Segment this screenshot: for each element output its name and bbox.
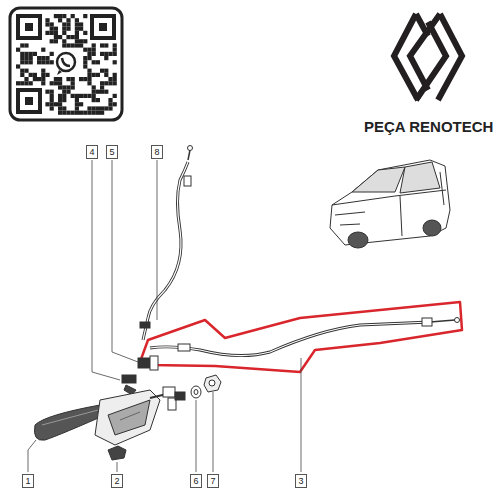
leader-lines bbox=[28, 160, 301, 472]
callout-number: 5 bbox=[109, 147, 114, 157]
callout-number: 1 bbox=[25, 476, 30, 486]
callout-number: 4 bbox=[89, 147, 94, 157]
callout-box: 4 bbox=[86, 145, 98, 159]
callout-box: 5 bbox=[106, 145, 118, 159]
callout-number: 2 bbox=[114, 476, 119, 486]
callout-box: 1 bbox=[22, 474, 34, 488]
qr-frame bbox=[10, 8, 122, 120]
callout-number: 3 bbox=[298, 476, 303, 486]
qr-finders bbox=[18, 16, 114, 112]
brand-label: PEÇA RENOTECH bbox=[364, 118, 493, 135]
callout-box: 6 bbox=[190, 474, 202, 488]
callout-number: 6 bbox=[193, 476, 198, 486]
callout-number: 8 bbox=[154, 147, 159, 157]
washer-nut bbox=[191, 375, 221, 398]
car-illustration bbox=[330, 160, 450, 248]
callout-box: 3 bbox=[295, 474, 307, 488]
renault-logo bbox=[394, 14, 462, 100]
handbrake-lever bbox=[34, 387, 185, 460]
callout-box: 7 bbox=[207, 474, 219, 488]
cable-clips bbox=[122, 356, 158, 395]
callout-box: 2 bbox=[111, 474, 123, 488]
callout-box: 8 bbox=[151, 145, 163, 159]
secondary-cable bbox=[140, 146, 193, 341]
whatsapp-icon bbox=[54, 50, 78, 75]
qr-code bbox=[16, 14, 117, 115]
callout-number: 7 bbox=[210, 476, 215, 486]
